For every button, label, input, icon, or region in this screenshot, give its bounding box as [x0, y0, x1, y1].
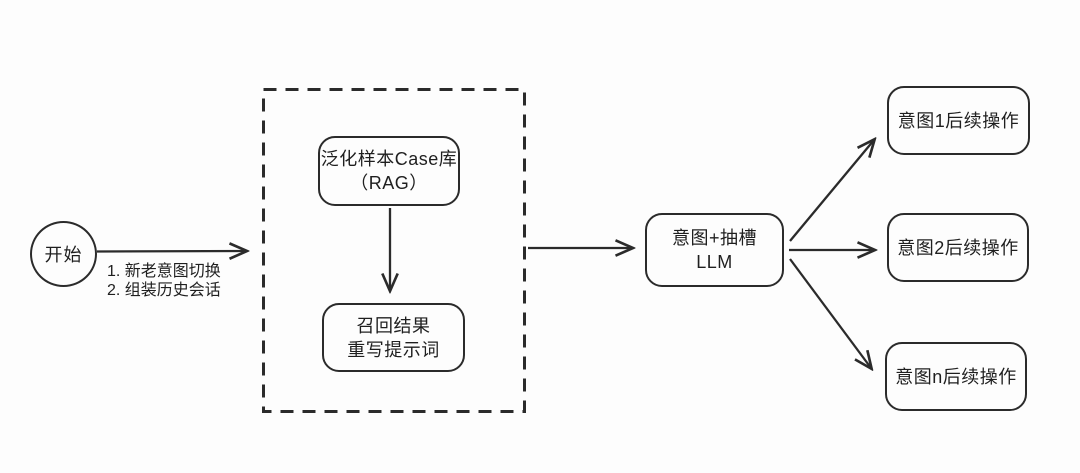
start-edge-annotation: 1. 新老意图切换 2. 组装历史会话 — [107, 262, 221, 300]
case-library-node: 泛化样本Case库 （RAG） — [318, 136, 460, 206]
start-edge-annotation-line1: 1. 新老意图切换 — [107, 263, 221, 280]
start-node: 开始 — [30, 221, 97, 287]
intent2-followup-node-label: 意图2后续操作 — [897, 237, 1019, 258]
arrow-start-to-group — [96, 251, 246, 252]
intentn-followup-node: 意图n后续操作 — [885, 342, 1027, 411]
case-library-node-line1: 泛化样本Case库 — [320, 149, 458, 169]
intent1-followup-node: 意图1后续操作 — [887, 86, 1030, 155]
intent-slot-llm-node-line2: LLM — [696, 252, 733, 272]
pipeline-group-box — [262, 88, 526, 413]
case-library-node-line2: （RAG） — [350, 173, 428, 193]
intent1-followup-node-label: 意图1后续操作 — [897, 110, 1020, 131]
recall-rewrite-node-line2: 重写提示词 — [347, 339, 440, 360]
arrow-llm-to-intentn — [789, 258, 871, 368]
intentn-followup-node-label: 意图n后续操作 — [895, 366, 1017, 387]
start-edge-annotation-line2: 2. 组装历史会话 — [107, 282, 221, 299]
start-node-label: 开始 — [44, 245, 83, 265]
arrow-llm-to-intent1 — [789, 140, 874, 242]
intent2-followup-node: 意图2后续操作 — [887, 213, 1029, 282]
intent-slot-llm-node-line1: 意图+抽槽 — [671, 228, 757, 248]
intent-slot-llm-node: 意图+抽槽 LLM — [645, 213, 784, 287]
recall-rewrite-node-line1: 召回结果 — [356, 315, 431, 336]
recall-rewrite-node: 召回结果 重写提示词 — [322, 303, 465, 372]
